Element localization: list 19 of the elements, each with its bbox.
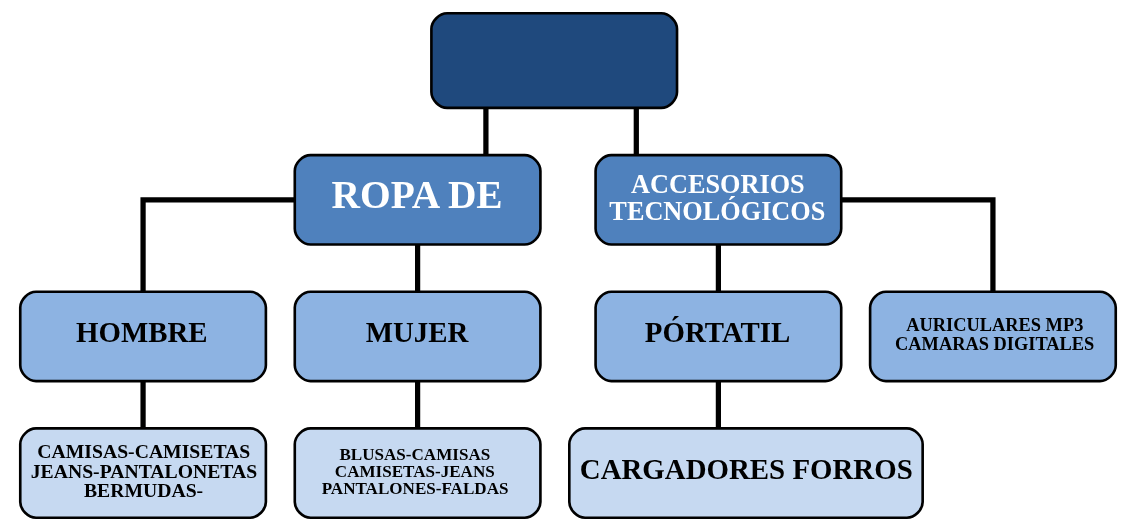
node-box: HOMBRE <box>18 290 268 383</box>
connector <box>715 381 722 429</box>
connector <box>140 381 146 429</box>
connector <box>414 244 421 292</box>
node-box: AURICULARES MP3 CAMARAS DIGITALES <box>868 290 1118 383</box>
connector <box>715 244 722 292</box>
connector <box>414 381 421 429</box>
node-box: ROPA DE <box>293 153 542 246</box>
node-box: MUJER <box>293 290 542 383</box>
node-box: CAMISAS-CAMISETAS JEANS-PANTALONETAS BERMUDAS- <box>18 427 268 519</box>
node-box: BLUSAS-CAMISAS CAMISETAS-JEANS PANTALONES-FALDAS <box>293 427 542 519</box>
node-box: PÓRTATIL <box>594 290 843 383</box>
node-box: CARGADORES FORROS <box>568 427 924 519</box>
connector <box>633 108 639 155</box>
node-box <box>430 12 679 110</box>
connector <box>483 108 489 155</box>
connector <box>140 197 295 292</box>
connector <box>841 197 996 292</box>
node-box: ACCESORIOS TECNOLÓGICOS <box>594 153 843 246</box>
